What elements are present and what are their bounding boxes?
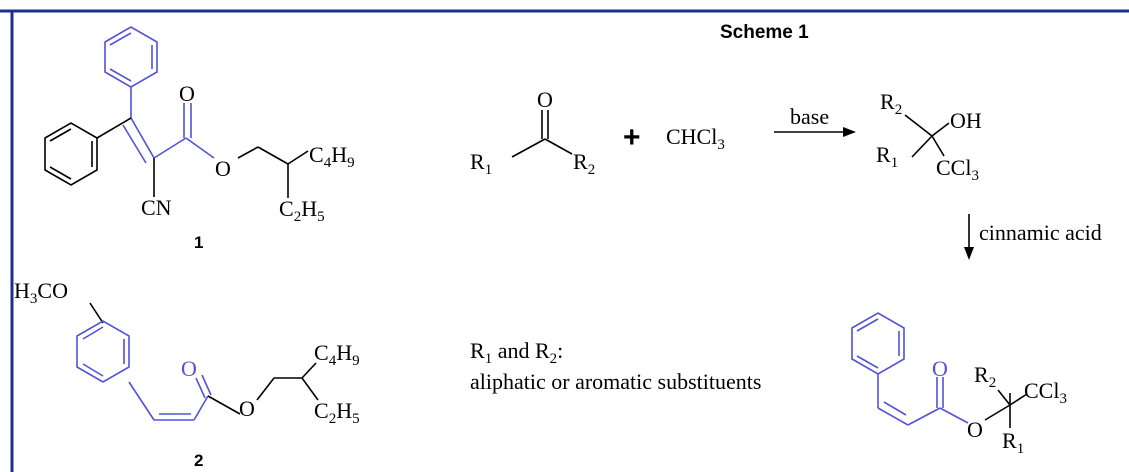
substituent-note-line1: R1 and R2: — [470, 338, 563, 367]
ketone-structure — [511, 110, 573, 158]
compound-2-number: 2 — [194, 451, 203, 470]
plus-sign: + — [623, 121, 641, 154]
compound-2-anisyl-ring — [76, 320, 130, 383]
substituent-note-line2: aliphatic or aromatic substituents — [470, 369, 761, 394]
compound-2-butyl-label: C4H9 — [314, 340, 360, 369]
product-carbonyl-oxygen: O — [932, 356, 948, 381]
reaction-arrow-base — [774, 127, 856, 137]
compound-2-carbonyl-oxygen: O — [181, 356, 197, 381]
compound-2-structure — [76, 302, 319, 421]
compound-1-lower-phenyl-ring — [44, 122, 98, 186]
compound-2-ester-oxygen: O — [239, 396, 255, 421]
reagent-cinnamic-label: cinnamic acid — [979, 220, 1102, 245]
reaction-arrow-cinnamic — [964, 214, 974, 260]
carbinol-hydroxy-label: OH — [950, 108, 982, 133]
ketone-oxygen: O — [537, 87, 553, 112]
compound-1-carbonyl-oxygen: O — [179, 81, 195, 106]
carbinol-trichloromethyl-label: CCl3 — [936, 155, 979, 184]
product-r1-label: R1 — [1002, 428, 1024, 457]
compound-2-methoxy-label: H3CO — [14, 278, 68, 307]
compound-1-ester-oxygen: O — [215, 156, 231, 181]
product-r2-label: R2 — [974, 362, 996, 391]
product-phenyl-ring — [851, 312, 905, 375]
ketone-r1-label: R1 — [470, 149, 492, 178]
ketone-r2-label: R2 — [573, 149, 595, 178]
scheme-title: Scheme 1 — [720, 22, 809, 43]
reagent-base-label: base — [790, 104, 829, 129]
product-trichloromethyl-label: CCl3 — [1024, 378, 1067, 407]
compound-1-ethyl-label: C2H5 — [279, 196, 325, 225]
compound-1-upper-phenyl-ring — [104, 26, 158, 88]
carbinol-structure — [904, 114, 950, 158]
frame — [0, 9, 1129, 472]
compound-1-nitrile-label: CN — [141, 195, 172, 220]
product-ester-oxygen: O — [967, 417, 983, 442]
compound-1-number: 1 — [194, 233, 203, 252]
compound-2-ethyl-label: C2H5 — [314, 398, 360, 427]
product-structure — [851, 312, 1028, 428]
carbinol-r2-label: R2 — [880, 89, 902, 118]
carbinol-r1-label: R1 — [876, 142, 898, 171]
compound-1-structure — [44, 26, 309, 198]
chloroform-label: CHCl3 — [666, 124, 725, 153]
compound-1-butyl-label: C4H9 — [309, 142, 355, 171]
